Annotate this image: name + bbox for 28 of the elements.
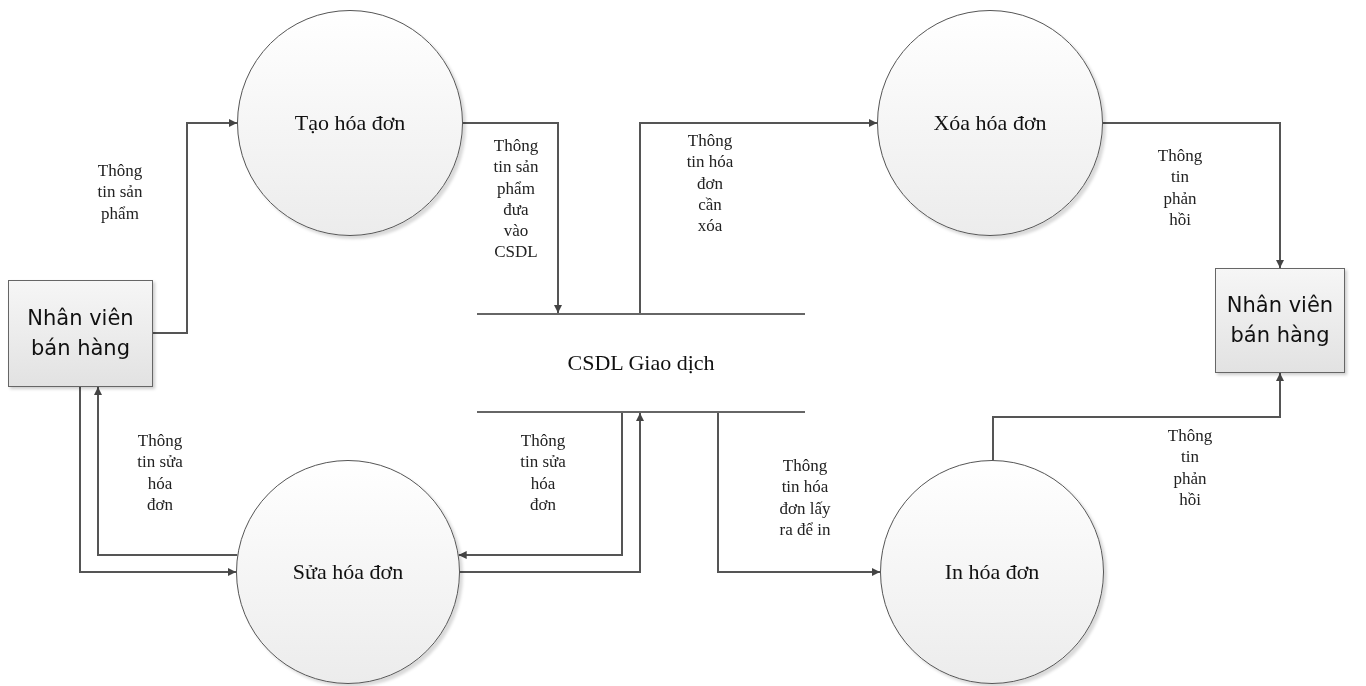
edge-label: Thông tin hóa đơn lấy ra để in [778,455,832,540]
node-label: Tạo hóa đơn [294,110,406,136]
edge-label: Thông tin sửa hóa đơn [137,430,183,515]
node-label: Nhân viên bán hàng [1225,292,1335,349]
arrow [992,372,1284,461]
node-label: CSDL Giao dịch [567,350,715,376]
edge-label: Thông tin sản phẩm [96,160,144,224]
edge-label: Thông tin phản hồi [1166,425,1214,510]
node-label: Sửa hóa đơn [292,559,404,585]
arrow [462,122,562,314]
edge-label: Thông tin phản hồi [1156,145,1204,230]
entity-box [8,280,153,387]
arrow [79,386,237,576]
arrow [717,412,881,576]
data-store [477,313,805,413]
edge-label: Thông tin sửa hóa đơn [520,430,566,515]
node-label: In hóa đơn [944,559,1040,585]
arrow [639,119,878,314]
node-label: Nhân viên bán hàng [26,305,135,362]
entity-box [1215,268,1345,373]
arrow [459,412,644,573]
arrow [152,119,238,334]
edge-label: Thông tin hóa đơn cần xóa [685,130,735,237]
node-label: Xóa hóa đơn [933,110,1047,136]
edge-label: Thông tin sản phẩm đưa vào CSDL [492,135,540,263]
arrow [94,386,239,556]
arrow [457,412,623,559]
arrow [1102,122,1284,269]
